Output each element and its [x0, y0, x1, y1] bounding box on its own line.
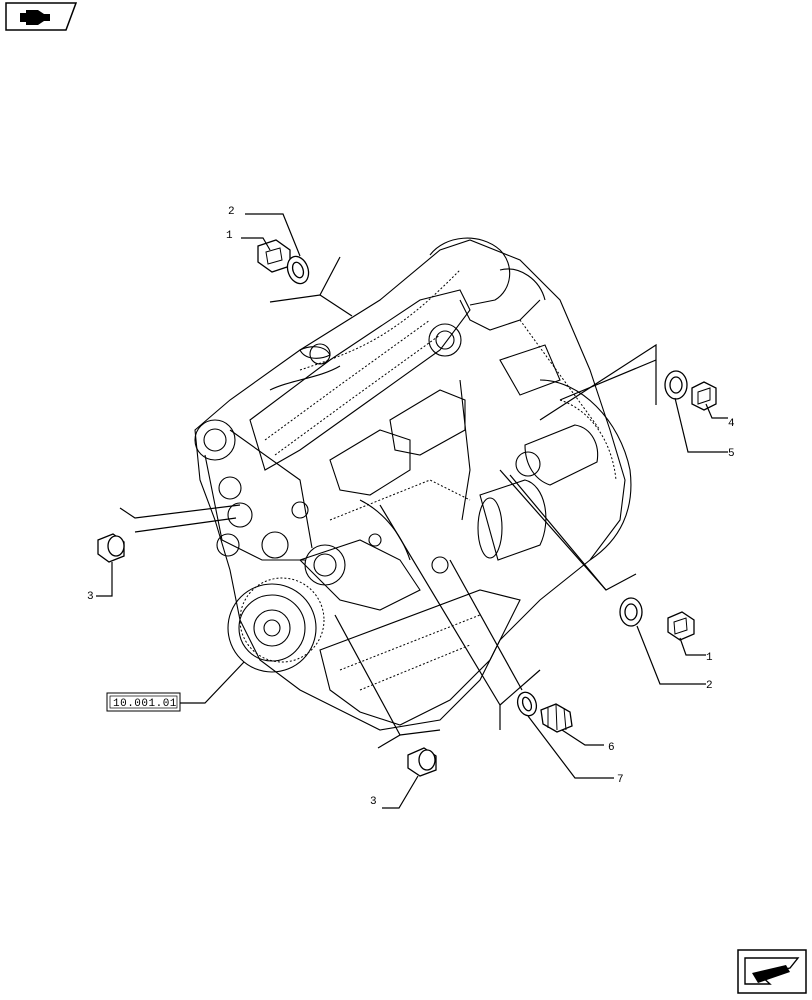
callout-top-2: 2	[228, 206, 235, 218]
callout-labels: 2 1 4 5 3 1 2 6 7 3	[87, 206, 735, 808]
arrow-nav-icon[interactable]	[737, 949, 807, 994]
callout-top-1: 1	[226, 230, 233, 242]
part-plug-right	[691, 381, 717, 411]
callout-right-1: 1	[706, 652, 713, 664]
callout-left-3: 3	[87, 591, 94, 603]
callout-right-2: 2	[706, 680, 713, 692]
part-plug-right-lower	[667, 611, 695, 641]
callout-right-4: 4	[728, 418, 735, 430]
callout-bottom-3: 3	[370, 796, 377, 808]
callout-bottom-6: 6	[608, 742, 615, 754]
callout-right-5: 5	[728, 448, 735, 460]
part-fitting-bottom	[540, 703, 573, 733]
engine-illustration	[194, 237, 632, 731]
callout-bottom-7: 7	[617, 774, 624, 786]
part-washer-right-lower	[619, 597, 643, 627]
leader-lines	[96, 213, 728, 809]
reference-label: 10.001.01	[113, 698, 177, 710]
part-washer-right	[664, 370, 688, 400]
part-plug-top	[257, 239, 291, 273]
part-washer-bottom	[516, 691, 538, 717]
part-cap-bottom	[407, 747, 437, 777]
part-washer-top	[286, 255, 310, 285]
reference-link[interactable]: 10.001.01	[106, 692, 181, 712]
book-pointer-icon[interactable]	[5, 2, 78, 31]
part-cap-left	[97, 533, 125, 563]
